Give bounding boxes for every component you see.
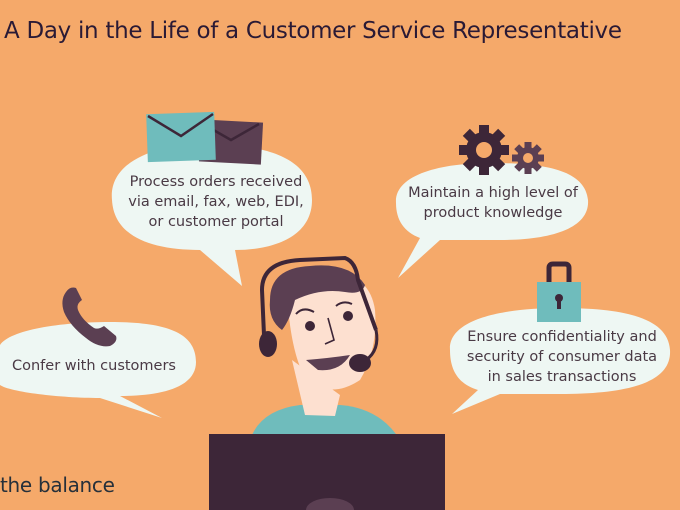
orders-line-2: via email, fax, web, EDI, (128, 194, 304, 210)
phone-icon (62, 287, 117, 347)
speech-bubble-security (449, 308, 671, 414)
gears-icon (459, 125, 544, 175)
confer-line-1: Confer with customers (12, 358, 176, 374)
orders-line-3: or customer portal (148, 214, 284, 230)
knowledge-line-1: Maintain a high level of (408, 185, 578, 201)
security-text: Ensure confidentiality and security of c… (456, 327, 668, 387)
padlock-icon (537, 261, 581, 322)
page-title: A Day in the Life of a Customer Service … (4, 18, 622, 44)
speech-bubble-knowledge (395, 163, 589, 278)
laptop-icon (209, 434, 445, 510)
representative-illustration (250, 255, 400, 440)
knowledge-text: Maintain a high level of product knowled… (400, 183, 586, 223)
speech-bubble-confer (0, 322, 196, 418)
orders-text: Process orders received via email, fax, … (118, 172, 314, 232)
knowledge-line-2: product knowledge (423, 205, 563, 221)
security-line-2: security of consumer data (466, 349, 658, 365)
orders-line-1: Process orders received (129, 174, 303, 190)
security-line-1: Ensure confidentiality and (467, 329, 657, 345)
confer-text: Confer with customers (6, 356, 182, 376)
envelope-icon (146, 111, 264, 165)
brand-logo: the balance (0, 473, 115, 497)
speech-bubble-orders (111, 143, 312, 286)
security-line-3: in sales transactions (487, 369, 637, 385)
